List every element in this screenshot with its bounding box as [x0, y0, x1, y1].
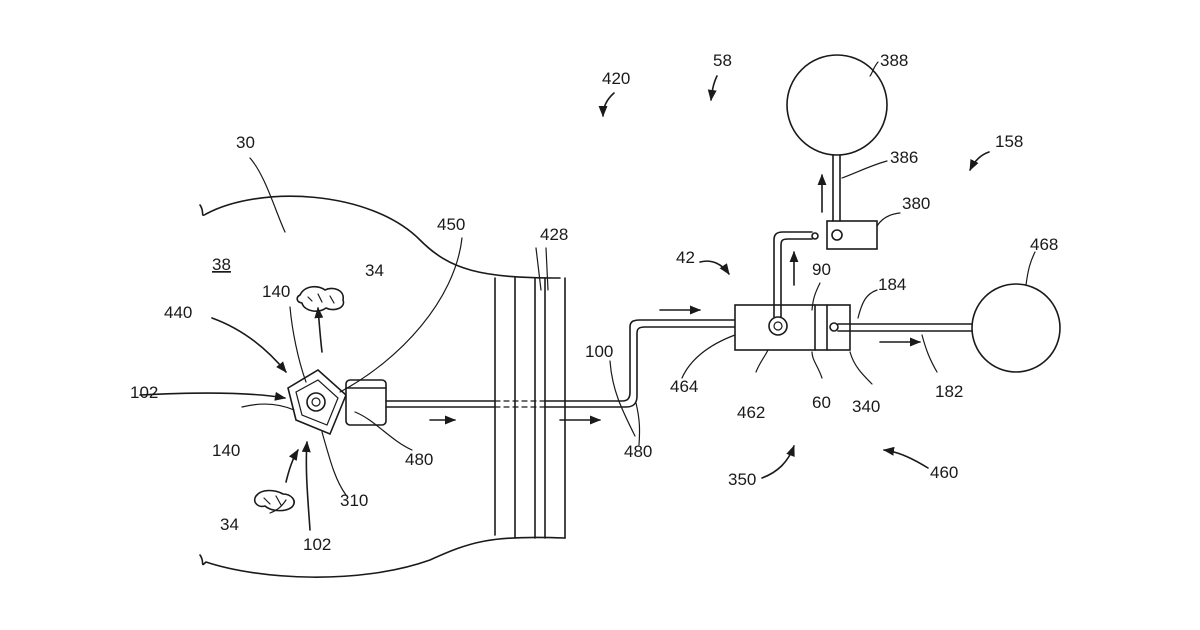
label-34-top: 34	[365, 261, 384, 280]
reference-numerals: 30 38 34 440 140 450 102 140 310 480 34 …	[130, 51, 1058, 554]
label-480-left: 480	[405, 450, 433, 469]
label-58: 58	[713, 51, 732, 70]
label-462: 462	[737, 403, 765, 422]
label-464: 464	[670, 377, 698, 396]
label-440: 440	[164, 303, 192, 322]
label-90: 90	[812, 260, 831, 279]
label-30: 30	[236, 133, 255, 152]
label-100: 100	[585, 342, 613, 361]
sensor-assembly	[288, 370, 386, 434]
label-380: 380	[902, 194, 930, 213]
reservoir-468	[972, 284, 1060, 372]
label-340: 340	[852, 397, 880, 416]
label-386: 386	[890, 148, 918, 167]
output-line-182	[838, 324, 975, 331]
label-184: 184	[878, 275, 906, 294]
panel-stack	[495, 278, 545, 538]
label-158: 158	[995, 132, 1023, 151]
label-42: 42	[676, 248, 695, 267]
label-102-left: 102	[130, 383, 158, 402]
label-140-bottom: 140	[212, 441, 240, 460]
label-388: 388	[880, 51, 908, 70]
control-unit	[735, 305, 850, 350]
label-450: 450	[437, 215, 465, 234]
label-350: 350	[728, 470, 756, 489]
label-420: 420	[602, 69, 630, 88]
debris-cloud-bottom	[255, 491, 294, 511]
label-34-bottom: 34	[220, 515, 239, 534]
label-60: 60	[812, 393, 831, 412]
label-460: 460	[930, 463, 958, 482]
label-38: 38	[212, 255, 231, 274]
reservoir-388	[787, 55, 887, 155]
label-310: 310	[340, 491, 368, 510]
debris-cloud-top	[297, 287, 343, 311]
label-102-bottom: 102	[303, 535, 331, 554]
label-428: 428	[540, 225, 568, 244]
label-182: 182	[935, 382, 963, 401]
label-468: 468	[1030, 235, 1058, 254]
label-140-top: 140	[262, 282, 290, 301]
label-480-right: 480	[624, 442, 652, 461]
